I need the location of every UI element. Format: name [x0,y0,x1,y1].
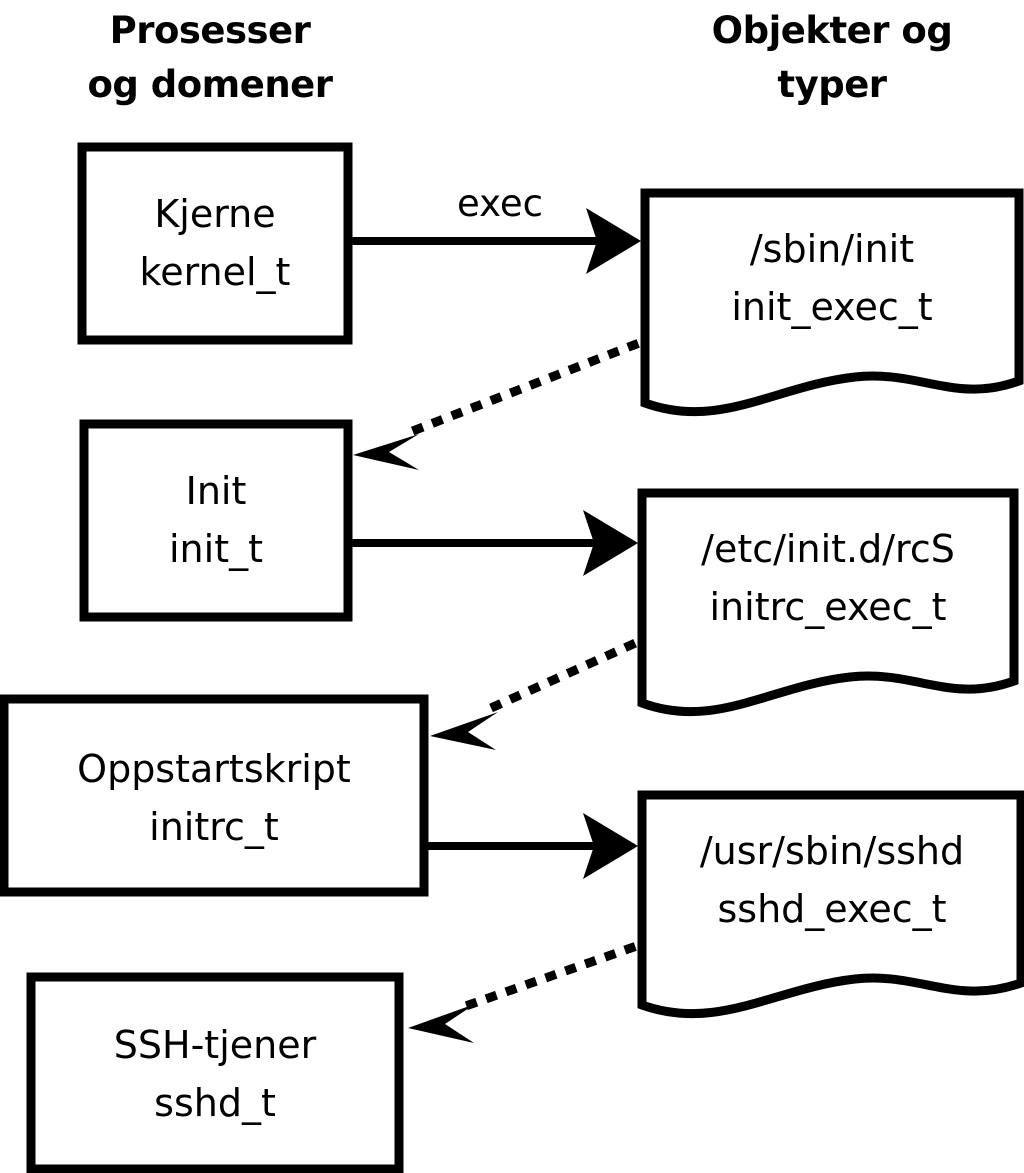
process-node-kernel-box[interactable] [77,142,353,345]
edge-sshd-exec-to-sshd [408,942,637,1043]
process-node-kernel-name: Kjerne [154,192,275,236]
edge-initrc-exec-to-initrc [430,639,637,750]
object-node-initrc-exec-shape[interactable] [637,488,1019,717]
process-node-initrc-name: Oppstartskript [77,747,351,791]
edge-init-exec-to-init [353,339,640,470]
edge-init-to-initrc-exec-arrowhead [583,510,638,576]
column-header-right-line2: typer [777,63,887,106]
edge-sshd-exec-to-sshd-arrowhead [408,1004,475,1043]
edge-init-exec-to-init-arrowhead [353,434,419,470]
process-node-init-box[interactable] [79,419,353,622]
object-node-sshd-exec-shape[interactable] [637,790,1024,1019]
edge-kernel-to-init-exec: exec [352,182,641,274]
process-node-kernel-type: kernel_t [140,250,291,294]
object-node-initrc-exec-path: /etc/init.d/rcS [701,527,955,571]
object-node-sshd-exec[interactable]: /usr/sbin/sshd sshd_exec_t [637,790,1024,1019]
object-node-init-exec-type: init_exec_t [731,285,932,329]
object-node-initrc-exec-type: initrc_exec_t [710,585,947,629]
column-header-left: Prosesser og domener [87,9,334,106]
process-node-kernel[interactable]: Kjerne kernel_t [77,142,353,345]
column-header-right-line1: Objekter og [712,9,953,52]
object-node-init-exec-path: /sbin/init [750,227,914,271]
process-node-initrc-box[interactable] [0,694,429,897]
edge-kernel-to-init-exec-arrowhead [586,208,641,274]
process-node-initrc[interactable]: Oppstartskript initrc_t [0,694,429,897]
process-node-init-type: init_t [169,527,263,571]
column-header-left-line1: Prosesser [110,9,312,52]
edge-sshd-exec-to-sshd-line [454,942,637,1014]
process-node-sshd[interactable]: SSH-tjener sshd_t [26,972,404,1173]
object-node-sshd-exec-type: sshd_exec_t [717,887,946,931]
process-node-sshd-box[interactable] [26,972,404,1173]
process-node-sshd-name: SSH-tjener [114,1023,317,1067]
object-node-sshd-exec-path: /usr/sbin/sshd [700,829,964,873]
edge-initrc-to-sshd-exec [428,813,638,879]
column-header-right: Objekter og typer [712,9,953,106]
edge-init-to-initrc-exec [352,510,638,576]
edge-initrc-to-sshd-exec-arrowhead [583,813,638,879]
edge-initrc-exec-to-initrc-arrowhead [430,712,498,750]
edge-init-exec-to-init-line [394,339,640,442]
process-node-initrc-type: initrc_t [149,805,279,849]
column-header-left-line2: og domener [87,63,333,106]
edge-label-exec: exec [457,182,543,225]
process-node-init-name: Init [186,469,247,513]
edge-initrc-exec-to-initrc-line [474,639,637,719]
object-node-init-exec-shape[interactable] [640,188,1024,417]
process-node-init[interactable]: Init init_t [79,419,353,622]
object-node-initrc-exec[interactable]: /etc/init.d/rcS initrc_exec_t [637,488,1019,717]
process-node-sshd-type: sshd_t [154,1081,276,1125]
object-node-init-exec[interactable]: /sbin/init init_exec_t [640,188,1024,417]
